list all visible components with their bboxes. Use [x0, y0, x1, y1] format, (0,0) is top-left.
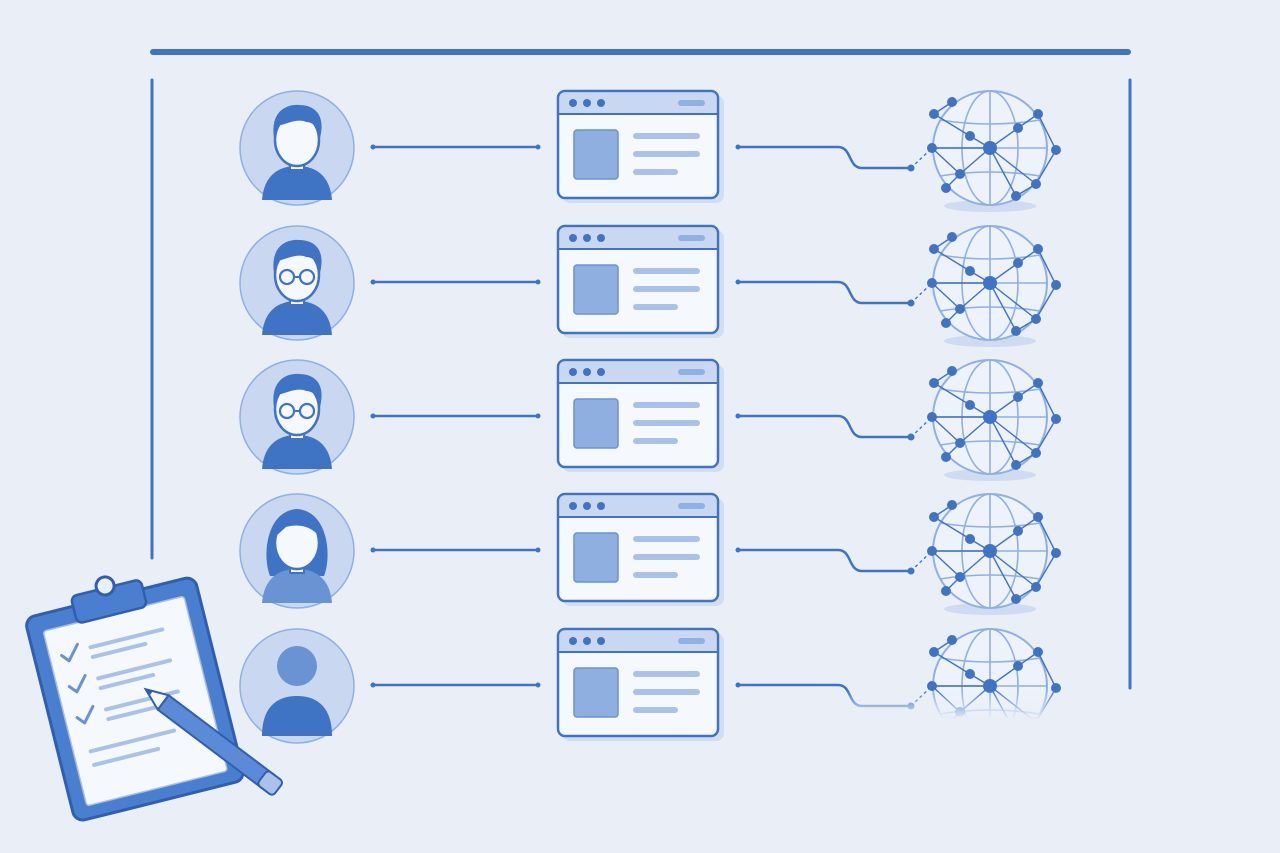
connector-dot: [535, 144, 541, 150]
globe-network-icon: [910, 90, 1061, 212]
connector-line: [738, 280, 911, 305]
connector-dot: [535, 279, 541, 285]
connector-dot: [735, 413, 741, 419]
pencil-icon: [143, 687, 283, 796]
user-avatar-icon: [239, 225, 355, 341]
connector-dot: [735, 547, 741, 553]
diagram-rows: [239, 89, 1061, 750]
diagram-row: [239, 492, 1061, 615]
globe-network-icon: [910, 359, 1061, 481]
connector-dot: [370, 144, 376, 150]
connector-dot: [535, 682, 541, 688]
connector-line: [738, 145, 911, 170]
connector-dot: [370, 682, 376, 688]
connector-dot: [735, 682, 741, 688]
diagram-row: [239, 89, 1061, 212]
connector-dot: [735, 144, 741, 150]
globe-network-icon: [910, 225, 1061, 347]
diagram-row: [239, 224, 1061, 347]
connector-dot: [370, 413, 376, 419]
bottom-right-fade: [760, 690, 1280, 853]
connector-dot: [370, 279, 376, 285]
user-avatar-icon: [239, 493, 355, 609]
globe-network-icon: [910, 493, 1061, 615]
browser-window-icon: [556, 627, 724, 741]
diagram-row: [239, 358, 1061, 481]
clipboard-group: [25, 575, 283, 822]
browser-window-icon: [556, 224, 724, 338]
connector-dot: [735, 279, 741, 285]
user-avatar-icon: [239, 90, 355, 206]
connector-dot: [535, 413, 541, 419]
user-avatar-icon: [239, 628, 355, 744]
browser-window-icon: [556, 492, 724, 606]
browser-window-icon: [556, 358, 724, 472]
connector-dot: [370, 547, 376, 553]
connector-line: [738, 414, 911, 439]
clipboard-checklist-icon: [25, 575, 245, 822]
user-avatar-icon: [239, 359, 355, 475]
browser-window-icon: [556, 89, 724, 203]
connector-line: [738, 548, 911, 573]
connector-dot: [535, 547, 541, 553]
